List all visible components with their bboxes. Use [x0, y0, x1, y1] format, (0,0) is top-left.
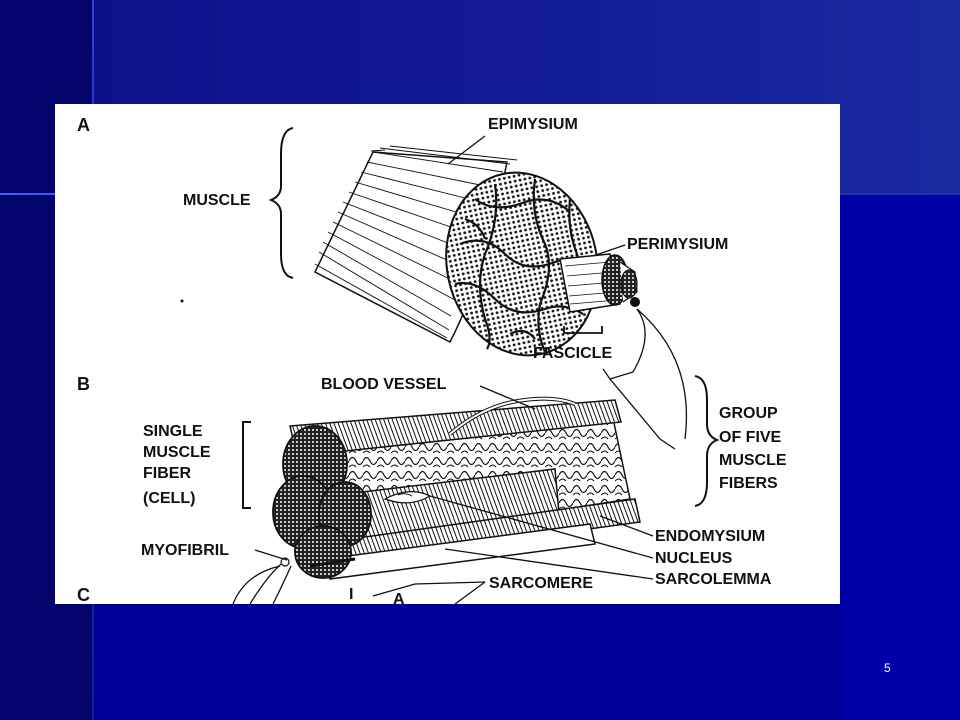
label-fascicle: FASCICLE [533, 345, 612, 362]
panel-label-c: C [77, 585, 90, 604]
panel-label-b: B [77, 374, 90, 394]
label-single-line-3: FIBER [143, 465, 191, 482]
label-perimysium: PERIMYSIUM [627, 236, 728, 253]
label-group-line-2: OF FIVE [719, 429, 782, 446]
connector-a-to-b [632, 308, 646, 373]
label-sarcolemma: SARCOLEMMA [655, 571, 772, 588]
fascicle-bracket [563, 326, 603, 334]
page-number: 5 [884, 661, 891, 675]
group-brace [694, 375, 720, 507]
leader-sarcolemma [444, 548, 654, 580]
label-single-line-1: SINGLE [143, 423, 203, 440]
label-nucleus: NUCLEUS [655, 550, 733, 567]
label-epimysium: EPIMYSIUM [488, 116, 578, 133]
leader-sarcomere [372, 581, 486, 597]
leader-endomysium [599, 515, 654, 537]
leader-epimysium [447, 135, 486, 165]
leader-nucleus [429, 495, 654, 559]
muscle-structure-figure: A B C [55, 104, 840, 604]
label-muscle: MUSCLE [183, 192, 251, 209]
label-sarcomere: SARCOMERE [489, 575, 593, 592]
leader-blood-vessel [479, 385, 536, 410]
muscle-drawing [180, 145, 640, 357]
label-group-line-4: FIBERS [719, 475, 778, 492]
label-a-band: A [393, 591, 405, 604]
fiber-bundle-drawing [249, 396, 641, 604]
leader-myofibril [254, 549, 288, 561]
leader-perimysium [592, 244, 626, 257]
background-right-band [840, 195, 960, 720]
single-fiber-bracket [242, 421, 251, 509]
label-group-line-3: MUSCLE [719, 452, 787, 469]
label-single-line-4: (CELL) [143, 490, 195, 507]
label-myofibril: MYOFIBRIL [141, 542, 229, 559]
panel-label-a: A [77, 115, 90, 135]
muscle-brace [268, 127, 294, 279]
label-i-band: I [349, 586, 353, 603]
muscle-diagram: A B C [77, 115, 787, 604]
label-blood-vessel: BLOOD VESSEL [321, 376, 447, 393]
label-single-line-2: MUSCLE [143, 444, 211, 461]
label-endomysium: ENDOMYSIUM [655, 528, 765, 545]
label-group-line-1: GROUP [719, 405, 778, 422]
